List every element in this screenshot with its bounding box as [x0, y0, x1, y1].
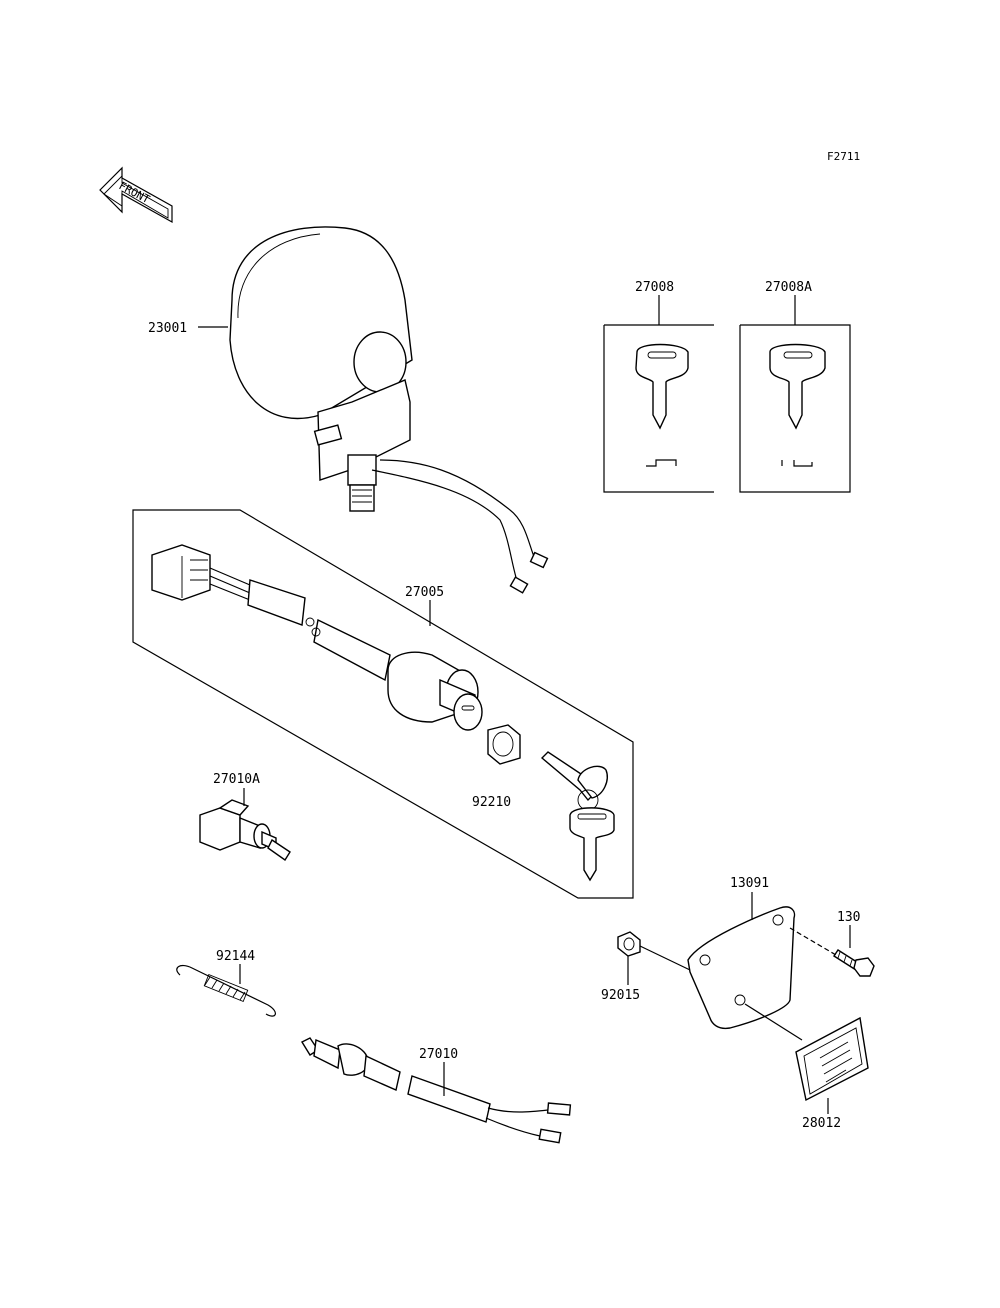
label-27010A: 27010A	[213, 772, 260, 787]
label-27008A: 27008A	[765, 280, 812, 295]
label-130: 130	[837, 910, 860, 925]
label-92015: 92015	[601, 988, 640, 1003]
leader-92015-dash	[639, 945, 691, 971]
headlight-part[interactable]	[229, 226, 549, 594]
label-27008: 27008	[635, 280, 674, 295]
label-plate-part[interactable]	[795, 1016, 869, 1102]
label-27010: 27010	[419, 1047, 458, 1062]
kit-keys-part[interactable]	[540, 751, 615, 882]
label-27005: 27005	[405, 585, 444, 600]
leader-130-dash	[789, 927, 837, 956]
label-13091: 13091	[730, 876, 769, 891]
label-92144: 92144	[216, 949, 255, 964]
leader-28012-dash	[744, 1003, 803, 1041]
switch-27010A-part[interactable]	[199, 799, 291, 861]
nut-part[interactable]	[487, 724, 521, 765]
stop-switch-27010-part[interactable]	[301, 1037, 572, 1144]
front-arrow: FRONT	[99, 166, 173, 224]
label-28012: 28012	[802, 1116, 841, 1131]
plate-part[interactable]	[687, 906, 796, 1030]
label-23001: 23001	[148, 321, 187, 336]
key-27008-part[interactable]	[635, 343, 689, 467]
ignition-switch-part[interactable]	[151, 544, 483, 731]
figure-id: F2711	[827, 150, 860, 163]
key-27008A-part[interactable]	[769, 343, 826, 467]
spring-part[interactable]	[176, 964, 276, 1017]
kit-frame-27005	[132, 509, 634, 899]
label-92210: 92210	[472, 795, 511, 810]
collar-part[interactable]	[617, 931, 641, 957]
bolt-part[interactable]	[833, 949, 875, 977]
